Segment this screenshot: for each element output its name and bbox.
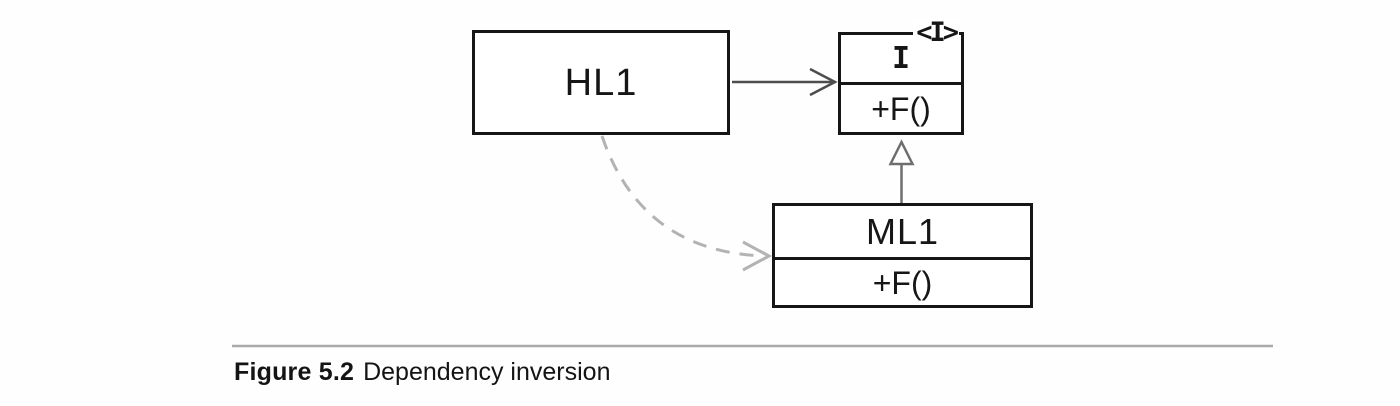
association-arrow-icon xyxy=(732,67,838,97)
figure-caption-text: Dependency inversion xyxy=(363,358,611,386)
class-name-hl1: HL1 xyxy=(564,61,638,104)
class-box-hl1: HL1 xyxy=(472,30,730,135)
realization-arrow-icon xyxy=(888,139,915,204)
interface-stereotype-label: <I> xyxy=(913,19,959,46)
interface-name: I xyxy=(891,40,911,76)
class-box-ml1: ML1 +F() xyxy=(772,203,1033,308)
class-method-ml1: +F() xyxy=(775,257,1030,305)
figure-caption: Figure 5.2 Dependency inversion xyxy=(234,358,610,387)
interface-method: +F() xyxy=(841,82,961,132)
figure-caption-number: Figure 5.2 xyxy=(234,358,355,386)
dependency-arrow-icon xyxy=(600,135,773,272)
interface-box: <I> I +F() xyxy=(838,19,964,135)
class-name-ml1: ML1 xyxy=(865,210,940,252)
